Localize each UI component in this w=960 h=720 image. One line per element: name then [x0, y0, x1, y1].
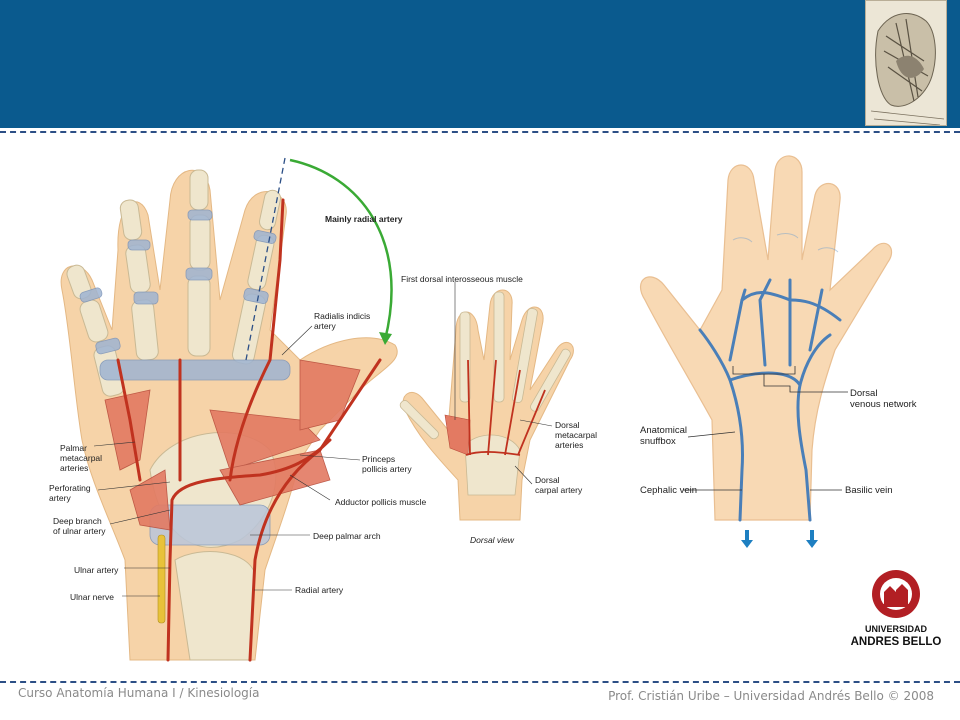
footer-credit: Prof. Cristián Uribe – Universidad André… — [608, 689, 934, 703]
footer-course: Curso Anatomía Humana I / Kinesiología — [18, 686, 260, 700]
label-radialis-indicis: Radialis indicis artery — [314, 311, 371, 331]
logo-text-line2: ANDRES BELLO — [850, 636, 942, 648]
label-palmar-metacarpal: Palmar metacarpal arteries — [60, 443, 103, 473]
label-dorsal-metacarpal: Dorsal metacarpal arteries — [555, 420, 598, 450]
label-deep-branch: Deep branch of ulnar artery — [53, 516, 106, 536]
label-dorsal-view: Dorsal view — [470, 535, 514, 545]
label-anatomical-snuffbox: Anatomical snuffbox — [640, 425, 687, 447]
label-deep-palmar-arch: Deep palmar arch — [313, 531, 381, 541]
university-logo: UNIVERSIDAD ANDRES BELLO — [850, 566, 942, 656]
label-cephalic-vein: Cephalic vein — [640, 485, 698, 496]
label-adductor-pollicis: Adductor pollicis muscle — [335, 497, 427, 507]
label-dorsal-carpal: Dorsal carpal artery — [535, 475, 583, 495]
label-dorsal-venous-network: Dorsal venous network — [850, 388, 917, 410]
header-banner — [0, 0, 960, 128]
footer-divider — [0, 681, 960, 683]
label-ulnar-nerve: Ulnar nerve — [70, 592, 114, 602]
logo-text-line1: UNIVERSIDAD — [864, 624, 927, 634]
header-divider — [0, 131, 960, 133]
label-basilic-vein: Basilic vein — [845, 485, 893, 496]
label-perforating: Perforating artery — [49, 483, 91, 503]
vintage-anatomical-engraving-icon — [865, 0, 947, 126]
label-princeps-pollicis: Princeps pollicis artery — [362, 454, 412, 474]
label-first-dorsal-interosseous: First dorsal interosseous muscle — [401, 274, 523, 284]
label-radial-artery: Radial artery — [295, 585, 344, 595]
label-ulnar-artery: Ulnar artery — [74, 565, 119, 575]
label-mainly-radial-artery: Mainly radial artery — [325, 214, 403, 224]
